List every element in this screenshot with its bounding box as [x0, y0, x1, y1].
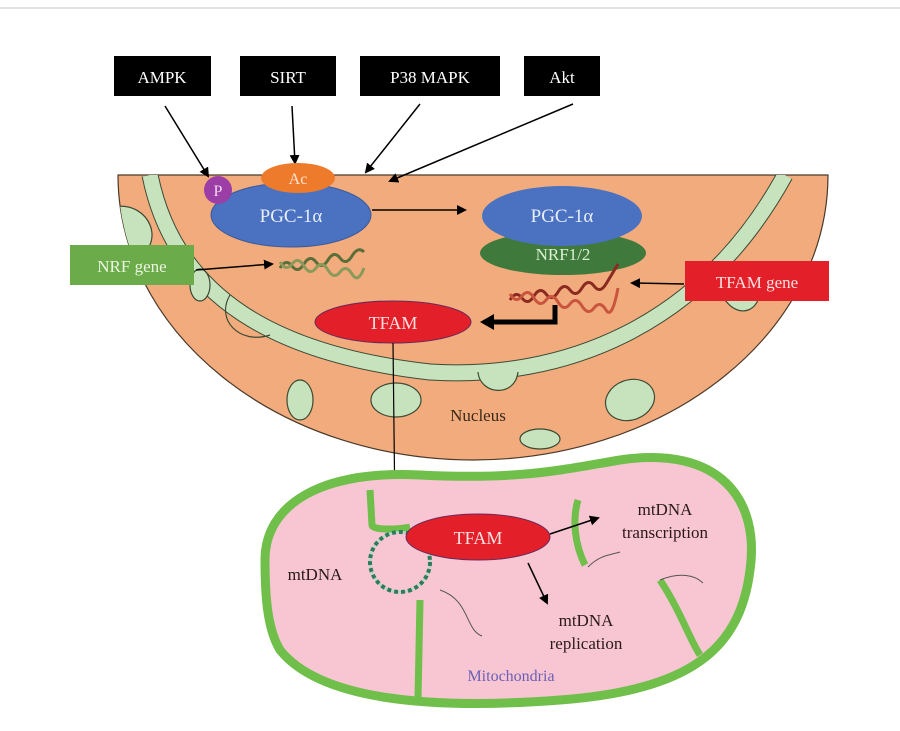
mitochondria [260, 453, 756, 708]
nrf12-complex: NRF1/2 [480, 231, 646, 275]
tfam-gene-box: TFAM gene [685, 261, 829, 301]
phospho-label: P [214, 183, 223, 200]
nrf-gene-label: NRF gene [97, 257, 166, 276]
regulator-ampk: AMPK [114, 56, 211, 96]
arrow-nrf-gene [195, 259, 274, 271]
tfam-nuclear-label: TFAM [369, 313, 418, 333]
regulator-p38-mapk-label: P38 MAPK [390, 68, 471, 87]
arrow-tfam-gene [630, 278, 685, 289]
acetyl-badge: Ac [261, 163, 335, 193]
arrow-to-transcription [549, 515, 600, 535]
acetyl-label: Ac [289, 171, 308, 188]
top-divider [0, 7, 900, 9]
tfam-mitochondrial-label: TFAM [454, 528, 503, 548]
replication-label-line1: mtDNA [559, 611, 615, 630]
mitochondria-label: Mitochondria [467, 668, 554, 685]
regulator-p38-mapk: P38 MAPK [360, 56, 500, 96]
arrow-to-nuclear-tfam [480, 305, 558, 330]
regulator-ampk-label: AMPK [137, 68, 187, 87]
mtdna-label: mtDNA [288, 565, 344, 584]
regulator-akt: Akt [524, 56, 600, 96]
tfam-mitochondrial: TFAM [405, 513, 551, 561]
regulator-sirt: SIRT [240, 56, 336, 96]
pgc1a-right-label: PGC-1α [531, 206, 594, 227]
arrow-to-replication [527, 562, 549, 605]
regulator-sirt-label: SIRT [270, 68, 306, 87]
tfam-nuclear: TFAM [314, 300, 472, 344]
pgc1a-left-label: PGC-1α [260, 206, 323, 227]
mtdna-ring-icon [368, 530, 432, 594]
tfam-dna-helix-icon [508, 263, 620, 314]
pgc1a-right: PGC-1α [482, 186, 642, 246]
nrf12-label: NRF1/2 [536, 245, 591, 264]
transcription-label-line2: transcription [622, 523, 708, 542]
tfam-gene-label: TFAM gene [716, 273, 798, 292]
pgc1a-left: PGC-1α [210, 182, 372, 248]
arrow-p38-to-nucleus [364, 103, 421, 174]
replication-label-line2: replication [550, 634, 623, 653]
nrf-gene-box: NRF gene [70, 245, 194, 285]
arrow-sirt-to-ac [289, 105, 300, 165]
phospho-badge: P [204, 176, 232, 204]
transcription-label-line1: mtDNA [638, 500, 694, 519]
arrow-akt-to-nucleus [388, 103, 574, 183]
arrow-ampk-to-p [164, 105, 210, 178]
nucleus-label: Nucleus [450, 406, 506, 425]
regulator-akt-label: Akt [549, 68, 575, 87]
nrf-dna-helix-icon [278, 248, 366, 280]
